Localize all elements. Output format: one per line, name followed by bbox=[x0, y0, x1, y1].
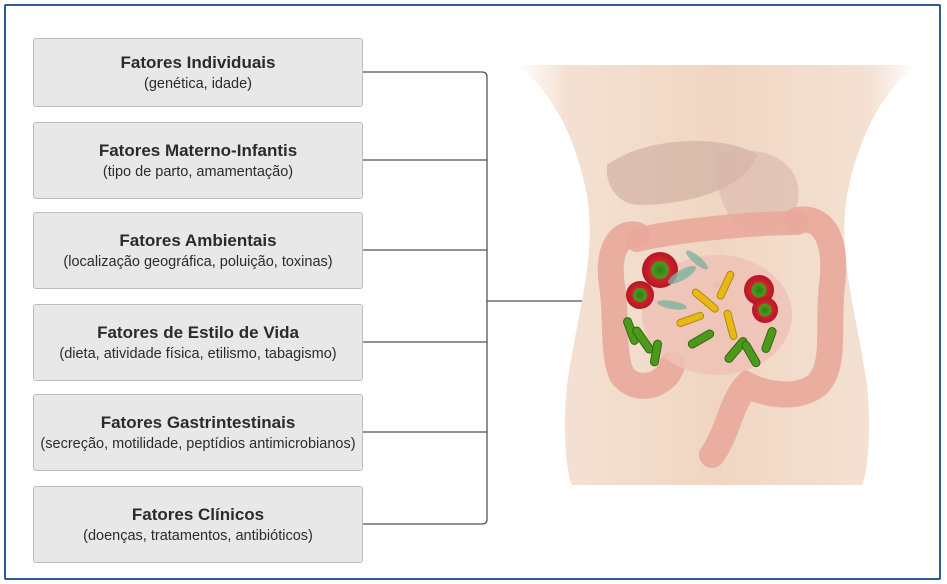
microbe-icon bbox=[626, 281, 654, 309]
microbe-icon bbox=[752, 297, 778, 323]
connector-individual bbox=[363, 72, 487, 524]
abdomen-illustration bbox=[497, 55, 917, 485]
